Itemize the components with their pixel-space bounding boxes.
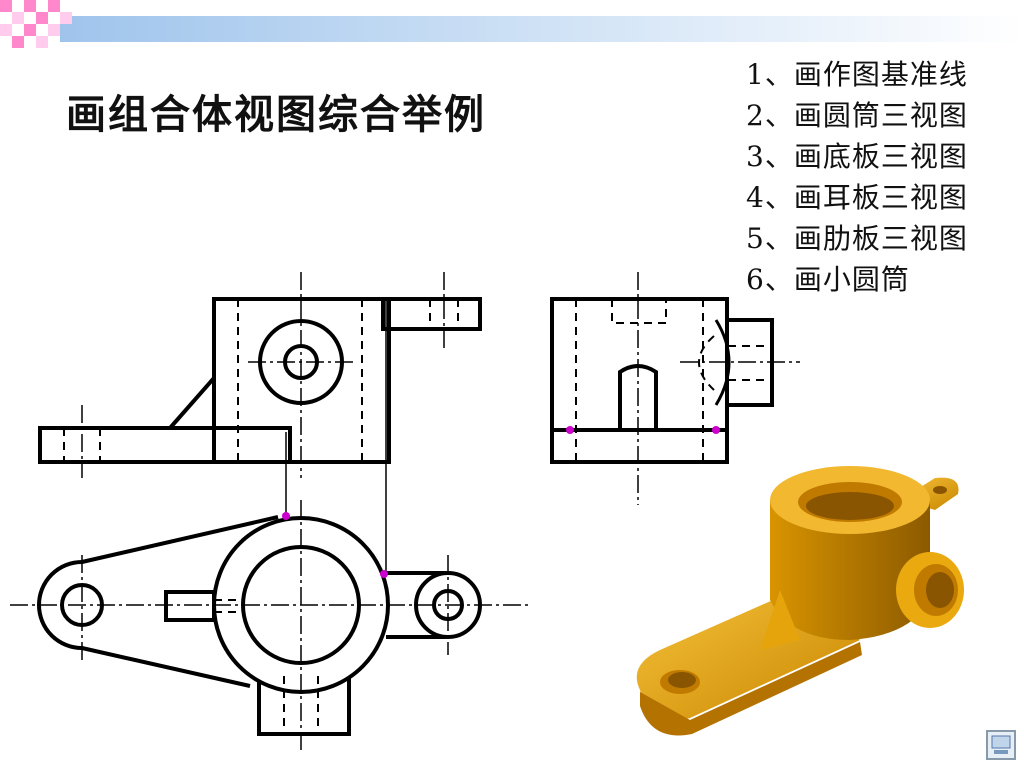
top-small-cylinder bbox=[164, 590, 216, 622]
top-tangent-lower bbox=[81, 646, 251, 688]
highlight-point bbox=[282, 512, 290, 520]
step-list: 1、画作图基准线 2、画圆筒三视图 3、画底板三视图 4、画耳板三视图 5、画肋… bbox=[746, 54, 968, 300]
highlight-point bbox=[712, 426, 720, 434]
side-intersection-curve bbox=[714, 319, 731, 406]
checker-pattern bbox=[0, 0, 72, 48]
step-item: 1、画作图基准线 bbox=[746, 58, 968, 91]
top-view bbox=[10, 500, 530, 750]
step-item: 5、画肋板三视图 bbox=[746, 222, 968, 255]
highlight-point bbox=[566, 426, 574, 434]
side-view bbox=[550, 272, 800, 505]
step-item: 2、画圆筒三视图 bbox=[746, 99, 968, 132]
front-rib-edge bbox=[168, 376, 216, 430]
slide-title: 画组合体视图综合举例 bbox=[66, 91, 486, 138]
step-item: 6、画小圆筒 bbox=[746, 263, 910, 296]
slide-navigation-icon[interactable] bbox=[986, 730, 1016, 760]
front-base-plate bbox=[38, 426, 292, 464]
front-ear-plate bbox=[381, 297, 482, 331]
step-item: 3、画底板三视图 bbox=[746, 140, 968, 173]
slide-banner bbox=[0, 0, 1024, 48]
top-tangent-upper bbox=[81, 515, 279, 564]
step-item: 4、画耳板三视图 bbox=[746, 181, 968, 214]
highlight-point bbox=[380, 570, 388, 578]
front-view bbox=[38, 272, 482, 574]
